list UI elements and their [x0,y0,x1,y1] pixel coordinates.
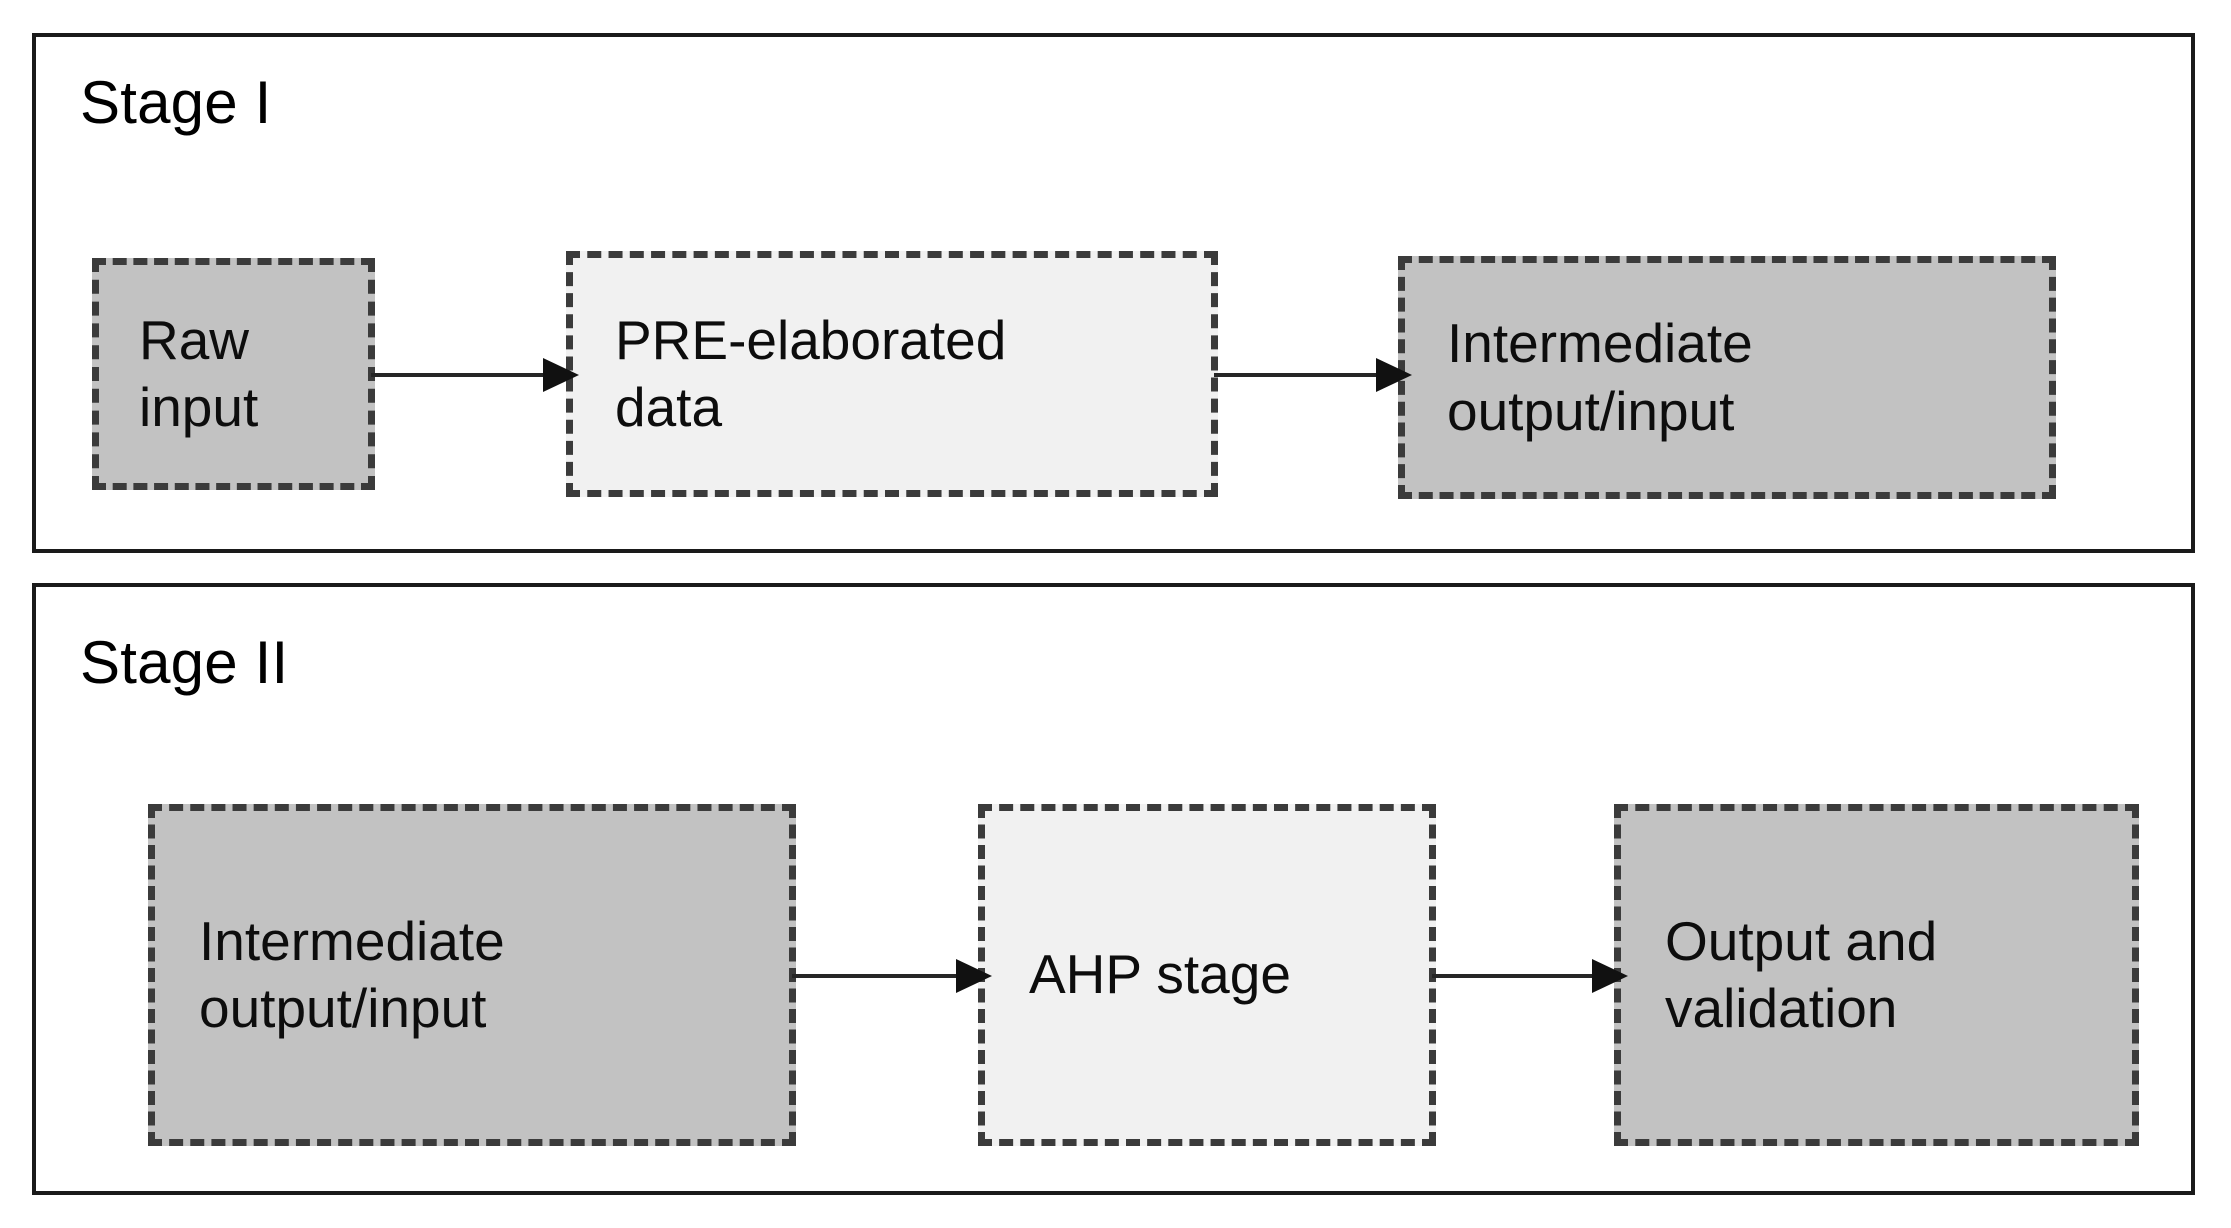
node-pre-elaborated-data[interactable]: PRE-elaborated data [566,251,1218,497]
arrow-ahp-stage-to-output-icon [1432,958,1628,994]
stage-2-title: Stage II [80,629,289,696]
node-intermediate-1-label-line-1: Intermediate [1447,312,1753,375]
node-pre-elaborated-label-line-1: PRE-elaborated [615,308,1007,371]
node-intermediate-1-label-line-2: output/input [1447,379,1735,442]
node-output-and-validation[interactable]: Output and validation [1614,804,2139,1146]
node-raw-input-label-line-2: input [139,376,259,438]
node-intermediate-output-input-stage-1[interactable]: Intermediate output/input [1398,256,2056,499]
node-raw-input-label-line-1: Raw [139,308,250,371]
node-ahp-stage[interactable]: AHP stage [978,804,1436,1146]
node-output-label-line-1: Output and [1665,909,1938,972]
node-output-label-line-2: validation [1665,977,1898,1039]
stage-1-title: Stage I [80,69,272,136]
node-intermediate-2-label-line-1: Intermediate [199,909,505,972]
node-intermediate-2-label-line-2: output/input [199,977,487,1039]
node-ahp-stage-label: AHP stage [1029,943,1291,1006]
arrow-raw-input-to-pre-elaborated-icon [371,357,579,393]
node-intermediate-output-input-stage-2[interactable]: Intermediate output/input [148,804,796,1146]
arrow-pre-elaborated-to-intermediate-icon [1214,357,1412,393]
node-pre-elaborated-label-line-2: data [615,376,723,438]
node-raw-input[interactable]: Raw input [92,258,375,490]
arrow-intermediate-to-ahp-stage-icon [792,958,992,994]
